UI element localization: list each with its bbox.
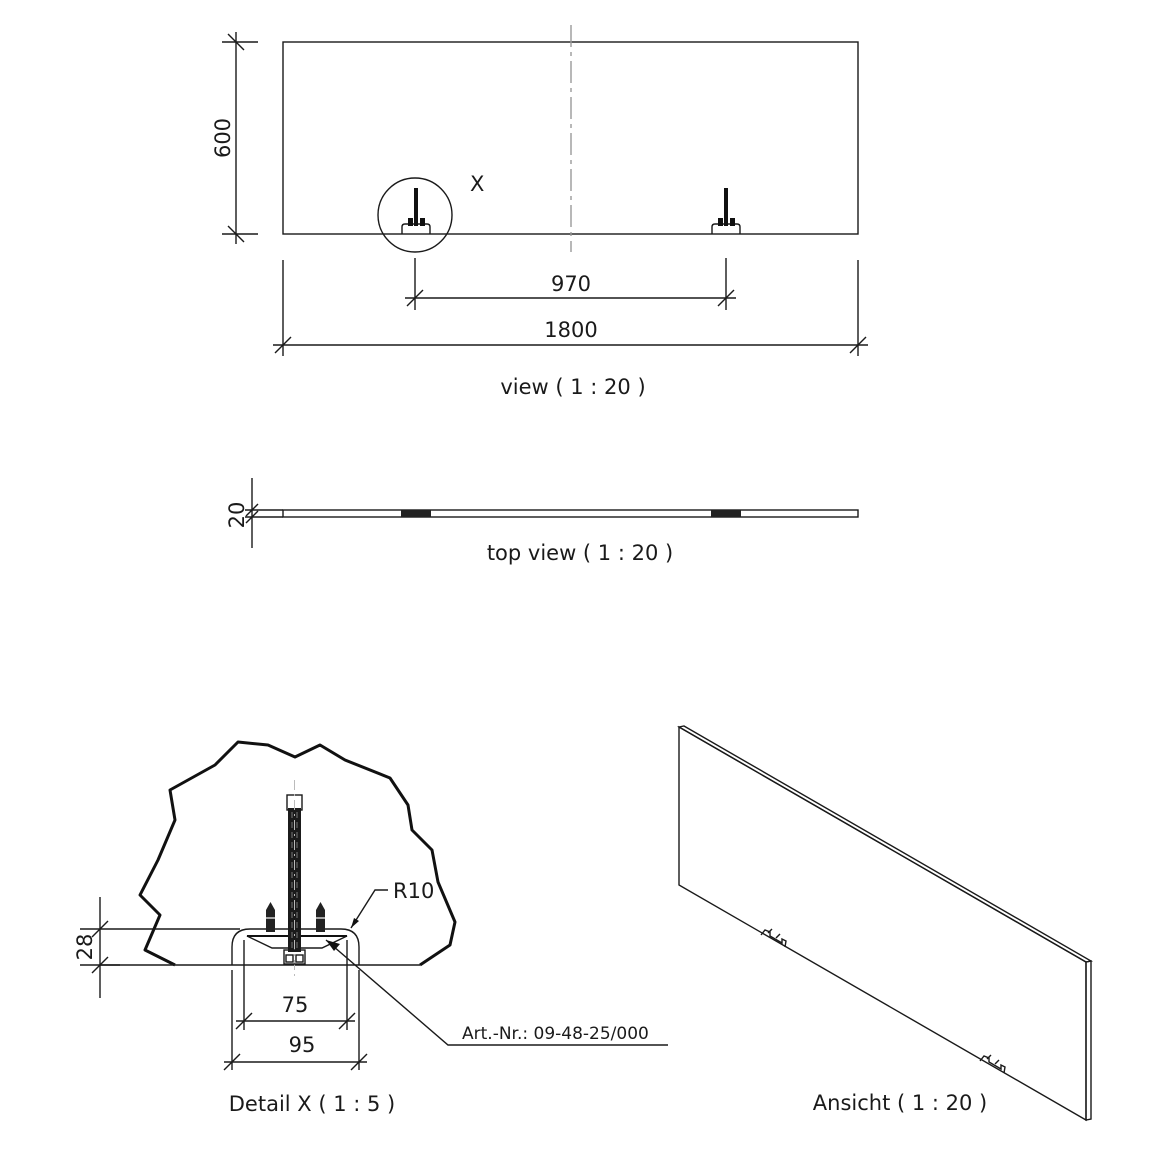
hinge-pin <box>283 780 306 980</box>
right-fitting <box>711 188 741 234</box>
right-fitting-top <box>711 510 741 517</box>
inner-width-text: 75 <box>282 993 309 1017</box>
panel-side-edge <box>1085 960 1092 1121</box>
iso-right-fitting <box>979 1054 1006 1074</box>
front-view: X 600 970 1800 view ( 1 <box>211 25 868 399</box>
detail-height-text: 28 <box>73 934 97 961</box>
iso-caption: Ansicht ( 1 : 20 ) <box>813 1091 987 1115</box>
detail-circle <box>377 177 453 253</box>
detail-caption: Detail X ( 1 : 5 ) <box>229 1092 395 1116</box>
left-fitting <box>401 188 431 234</box>
height-dim-text: 600 <box>211 118 235 158</box>
right-screw <box>316 902 325 932</box>
detail-marker-label: X <box>470 172 484 196</box>
article-leader: Art.-Nr.: 09-48-25/000 <box>325 939 668 1046</box>
panel-edge <box>282 509 859 518</box>
front-view-caption: view ( 1 : 20 ) <box>500 375 645 399</box>
spacing-dimension: 970 <box>405 258 736 310</box>
height-dimension: 600 <box>211 32 258 244</box>
left-fitting-top <box>401 510 431 517</box>
top-view-caption: top view ( 1 : 20 ) <box>487 541 673 565</box>
iso-left-fitting <box>760 928 787 948</box>
thickness-dim-text: 20 <box>225 502 249 529</box>
width-dimension: 1800 <box>273 260 868 356</box>
left-screw <box>266 902 275 932</box>
outer-width-dimension: 95 <box>223 970 368 1071</box>
article-label: Art.-Nr.: 09-48-25/000 <box>462 1024 649 1044</box>
inner-width-dimension: 75 <box>235 940 356 1030</box>
outer-width-text: 95 <box>289 1033 316 1057</box>
thickness-dimension: 20 <box>225 478 283 548</box>
break-outline <box>138 740 457 967</box>
width-dim-text: 1800 <box>544 318 597 342</box>
isometric-view: Ansicht ( 1 : 20 ) <box>677 725 1093 1122</box>
radius-label: R10 <box>393 879 434 903</box>
detail-view: R10 Art.-Nr.: 09-48-25/000 28 75 <box>73 740 668 1116</box>
detail-height-dimension: 28 <box>73 897 240 998</box>
panel-top-edge <box>677 725 1093 963</box>
radius-leader: R10 <box>350 879 434 929</box>
top-view: 20 top view ( 1 : 20 ) <box>225 478 859 565</box>
spacing-dim-text: 970 <box>551 272 591 296</box>
